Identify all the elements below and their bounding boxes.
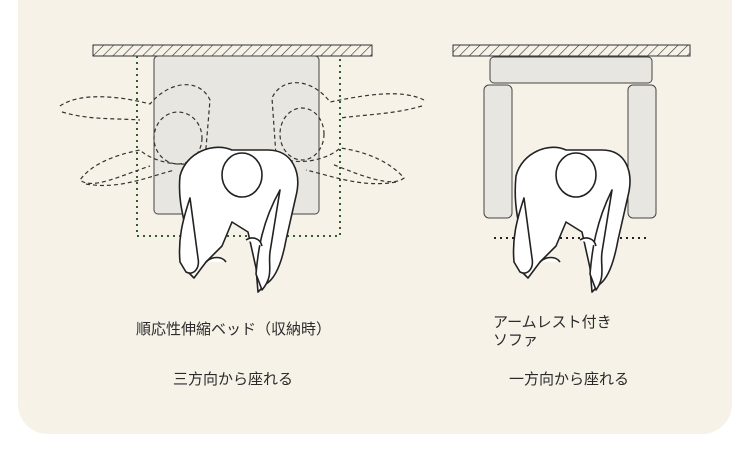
right-title: アームレスト付き ソファ xyxy=(493,313,643,349)
right-wall xyxy=(452,44,691,57)
right-title-line2: ソファ xyxy=(493,331,539,349)
sofa-armrest-right xyxy=(627,84,657,219)
left-title: 順応性伸縮ベッド（収納時） xyxy=(136,320,332,338)
right-caption: 一方向から座れる xyxy=(509,370,630,388)
sofa-armrest-left xyxy=(483,84,513,219)
sofa-back xyxy=(489,56,653,84)
person-front-left xyxy=(178,146,299,293)
left-caption: 三方向から座れる xyxy=(173,370,294,388)
ghost-person-right xyxy=(271,82,425,185)
left-wall xyxy=(92,44,373,57)
right-title-line1: アームレスト付き xyxy=(493,313,612,331)
person-front-right xyxy=(512,146,631,293)
bed-extended-outline xyxy=(136,56,341,237)
ghost-person-left xyxy=(59,84,211,187)
